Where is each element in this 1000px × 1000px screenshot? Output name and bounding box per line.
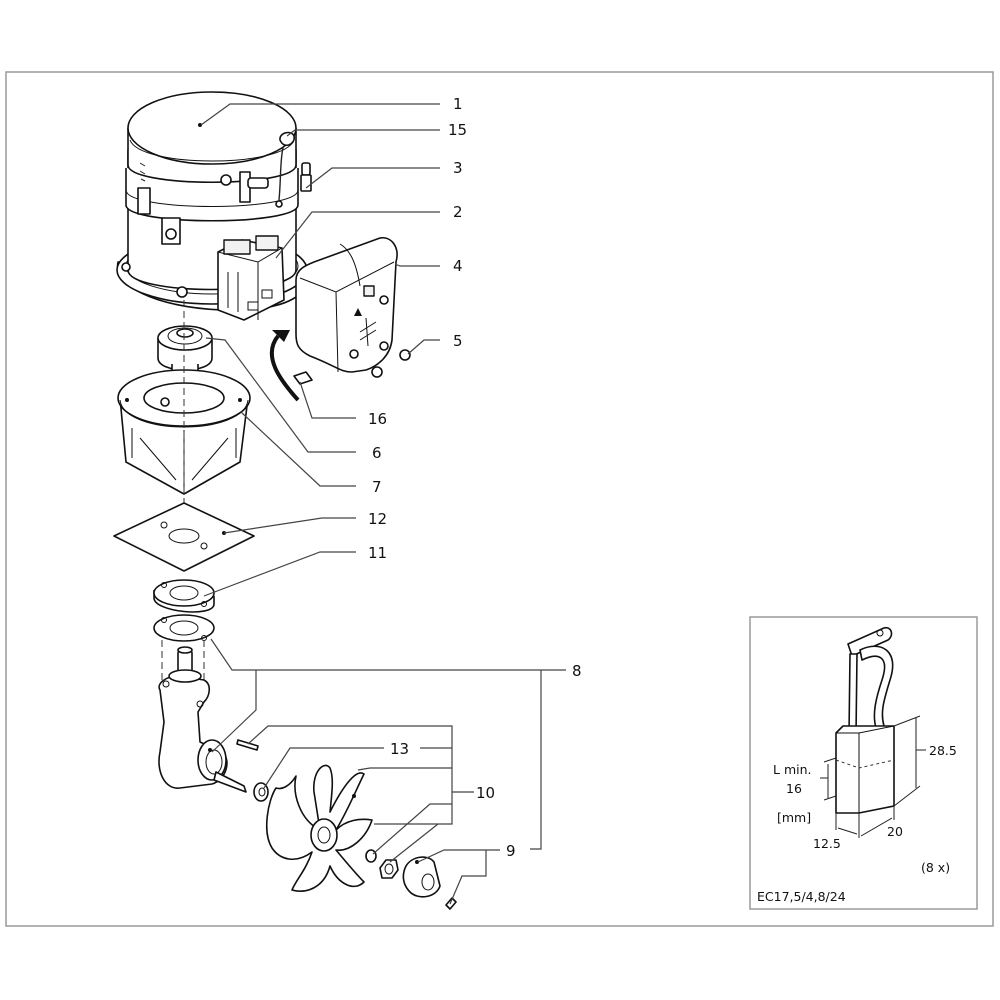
flange-gasket-part [153,579,215,642]
callout-16: 16 [368,410,387,428]
connector-part [293,371,313,385]
callout-10: 10 [476,784,495,802]
pin-part [236,739,259,751]
nut-part [379,859,399,879]
callout-1: 1 [453,95,463,113]
washer-part [365,849,377,863]
propeller-part [266,764,373,892]
thermal-cable-part [275,131,295,208]
clip-part [300,162,312,192]
callout-13: 13 [390,740,409,758]
callout-4: 4 [453,257,463,275]
callout-6: 6 [372,444,382,462]
callout-15: 15 [448,121,467,139]
callout-5: 5 [453,332,463,350]
callout-8: 8 [572,662,582,680]
tail-part [158,646,247,793]
rotate-arrow-icon [269,330,300,402]
solenoid-part [217,235,285,321]
callout-12: 12 [368,510,387,528]
callout-3: 3 [453,159,463,177]
part-code: EC17,5/4,8/24 [757,889,846,904]
anode-screw-part [445,897,457,910]
callout-2: 2 [453,203,463,221]
anode-part [402,856,441,898]
dim-min-length: 16 [786,781,802,796]
dim-height: 28.5 [929,743,957,758]
dim-min-length-label: L min. [773,762,811,777]
bolts-part [371,349,411,378]
dim-unit: [mm] [777,810,811,825]
relay-cover-part [295,237,398,373]
callout-7: 7 [372,478,382,496]
leader-lines [200,103,566,905]
dim-width: 20 [887,824,903,839]
dim-depth: 12.5 [813,836,841,851]
coupling-part [157,325,213,383]
gasket-plate-part [113,502,255,572]
callout-9: 9 [506,842,516,860]
quantity-label: (8 x) [921,860,950,875]
callout-11: 11 [368,544,387,562]
outer-frame [5,71,994,927]
carbon-brush-illustration [820,626,926,838]
callout-labels: 1 15 3 2 4 5 16 6 7 12 11 8 13 10 9 [368,95,582,860]
carbon-brush-detail-box: 28.5 L min. 16 [mm] 12.5 20 (8 x) EC17,5… [749,616,978,910]
